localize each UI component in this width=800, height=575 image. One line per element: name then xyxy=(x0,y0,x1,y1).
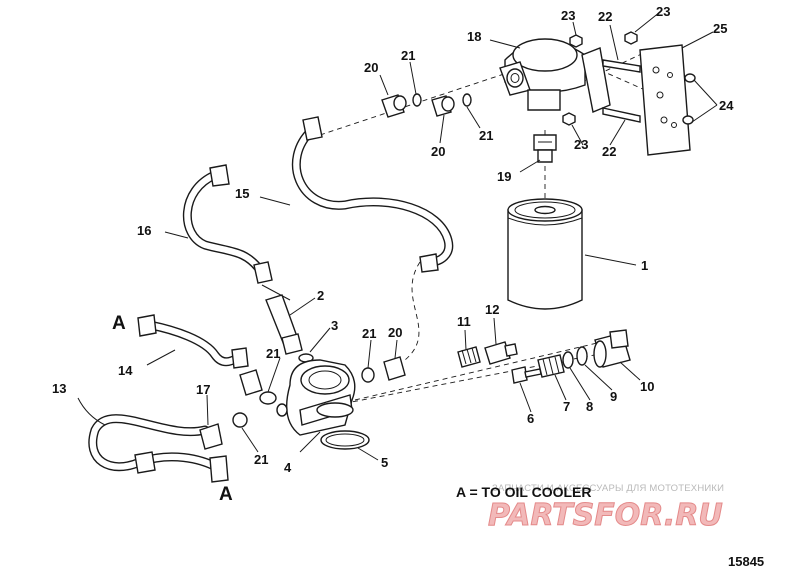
callout-17: 17 xyxy=(196,382,210,397)
upper-fittings xyxy=(381,93,472,118)
callout-2: 2 xyxy=(317,288,324,303)
callout-11: 11 xyxy=(457,314,471,329)
callout-21e: 21 xyxy=(254,452,268,467)
adapter-housing xyxy=(286,359,356,436)
callout-5: 5 xyxy=(381,455,388,470)
callout-20c: 20 xyxy=(388,325,402,340)
callout-7: 7 xyxy=(563,399,570,414)
callout-22a: 22 xyxy=(598,9,612,24)
callout-21d: 21 xyxy=(266,346,280,361)
callout-labels: 1 2 3 4 5 6 7 8 9 10 11 12 13 14 15 16 1… xyxy=(52,4,734,475)
watermark: ЗАПЧАСТИ И АКСЕССУАРЫ ДЛЯ МОТОТЕХНИКИ PA… xyxy=(488,483,725,534)
callout-24: 24 xyxy=(719,98,734,113)
leader-lines xyxy=(77,11,718,461)
callout-6: 6 xyxy=(527,411,534,426)
callout-4: 4 xyxy=(284,460,292,475)
callout-20b: 20 xyxy=(431,144,445,159)
callout-21c: 21 xyxy=(362,326,376,341)
nuts xyxy=(562,31,638,126)
filter-adapter xyxy=(499,38,586,111)
callout-20a: 20 xyxy=(364,60,378,75)
lower-left-fittings xyxy=(199,369,288,450)
callout-21b: 21 xyxy=(479,128,493,143)
fitting-19 xyxy=(533,134,557,163)
hose-15 xyxy=(291,116,454,273)
washers xyxy=(682,73,696,125)
callout-3: 3 xyxy=(331,318,338,333)
callout-25: 25 xyxy=(713,21,727,36)
callout-22b: 22 xyxy=(602,144,616,159)
callout-23a: 23 xyxy=(561,8,575,23)
callout-12: 12 xyxy=(485,302,499,317)
callout-18: 18 xyxy=(467,29,481,44)
callout-23b: 23 xyxy=(656,4,670,19)
callout-8: 8 xyxy=(586,399,593,414)
watermark-tagline: ЗАПЧАСТИ И АКСЕССУАРЫ ДЛЯ МОТОТЕХНИКИ xyxy=(492,483,724,494)
callout-21a: 21 xyxy=(401,48,415,63)
legend-note: A = TO OIL COOLER xyxy=(456,484,591,500)
gasket-5 xyxy=(320,430,370,450)
studs xyxy=(602,59,641,123)
housing-right-fittings xyxy=(361,356,406,383)
hose-16 xyxy=(182,164,273,284)
watermark-brand: PARTSFOR.RU xyxy=(488,498,723,533)
hose-14 xyxy=(137,314,249,369)
valve-parts xyxy=(457,329,631,384)
callout-16: 16 xyxy=(137,223,151,238)
connection-labels: A A xyxy=(112,313,233,505)
connection-label-a-top: A xyxy=(112,313,126,334)
fitting-2 xyxy=(265,294,303,355)
callout-9: 9 xyxy=(610,389,617,404)
callout-10: 10 xyxy=(640,379,654,394)
callout-15: 15 xyxy=(235,186,249,201)
callout-19: 19 xyxy=(497,169,511,184)
callout-1: 1 xyxy=(641,258,648,273)
connection-label-a-bottom: A xyxy=(219,484,233,505)
callout-14: 14 xyxy=(118,363,133,378)
hose-13 xyxy=(88,414,229,483)
mounting-bracket xyxy=(581,44,691,156)
callout-23c: 23 xyxy=(574,137,588,152)
callout-13: 13 xyxy=(52,381,66,396)
figure-number: 15845 xyxy=(728,554,764,569)
oil-filter xyxy=(507,198,583,310)
